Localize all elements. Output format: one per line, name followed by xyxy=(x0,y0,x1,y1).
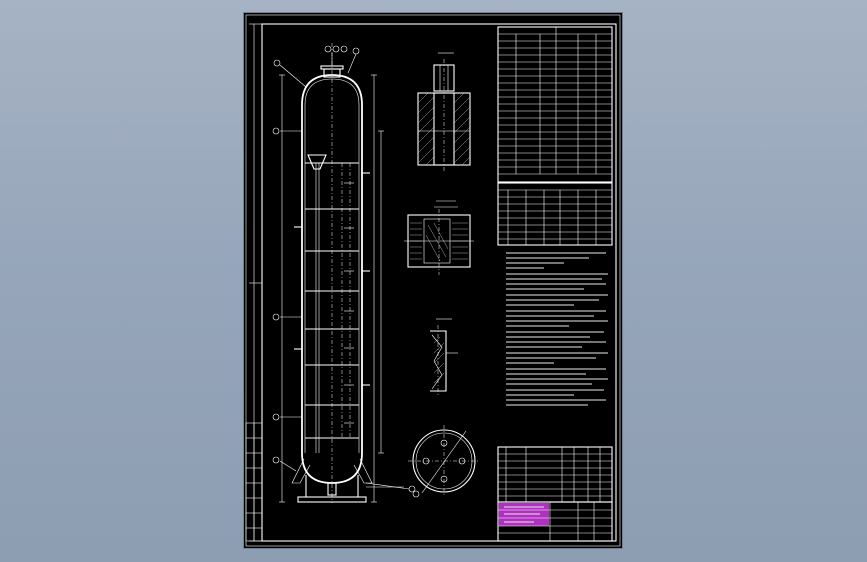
parts-list xyxy=(497,446,613,503)
cad-drawing xyxy=(245,14,621,547)
drawing-sheet xyxy=(244,13,622,548)
sheet-border xyxy=(245,14,621,547)
drawing-frame xyxy=(261,23,617,542)
detail-flange xyxy=(417,52,471,173)
detail-weld xyxy=(430,318,458,397)
technical-notes xyxy=(506,252,608,406)
nozzle-table xyxy=(497,182,613,246)
title-block xyxy=(497,501,613,542)
design-data-table xyxy=(497,26,613,183)
vessel-elevation xyxy=(272,43,416,503)
detail-plan-view xyxy=(408,425,480,498)
detail-packing xyxy=(404,200,474,275)
margin-table xyxy=(245,422,263,542)
